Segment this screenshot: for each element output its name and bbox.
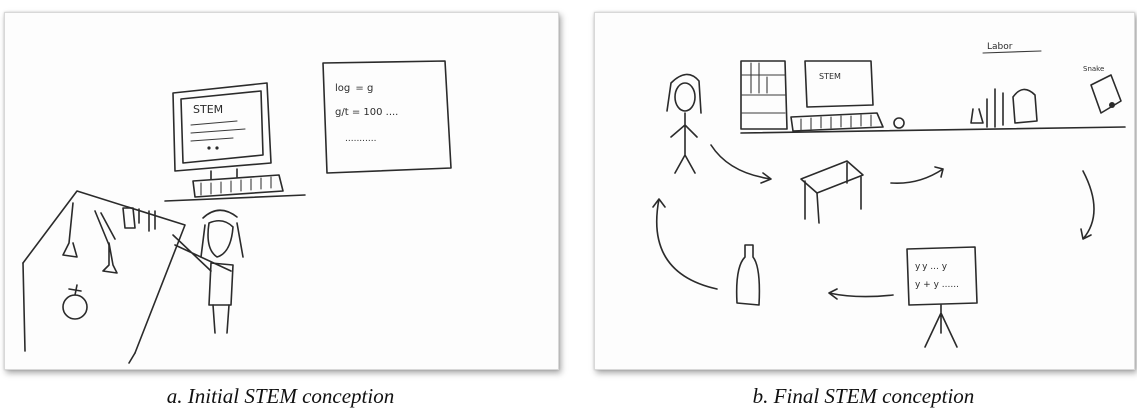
caption-panel-b: b. Final STEM conception	[752, 384, 975, 408]
lab-table-sketch	[22, 190, 186, 364]
lab-glassware-sketch: Labor Snake	[970, 42, 1122, 128]
board-line-1: y y ... y	[915, 262, 948, 272]
sketch-initial-stem: STEM log = g g/t = 100 .... ...........	[22, 60, 452, 364]
sketch-final-stem: STEM Labor Snake y y ... y	[652, 42, 1126, 348]
table-sketch	[800, 160, 864, 224]
board-line-2: g/t = 100 ....	[335, 107, 398, 118]
board-line-1: log = g	[335, 83, 373, 94]
monitor-stem-text: STEM	[819, 72, 841, 81]
cycle-arrows	[652, 144, 1095, 300]
caption-panel-a: a. Initial STEM conception	[166, 384, 395, 408]
person-sketch	[666, 73, 702, 174]
bottle-sketch	[735, 244, 761, 306]
panel-final-conception: STEM Labor Snake y y ... y	[594, 12, 1135, 370]
board-line-2: y + y ......	[915, 280, 959, 290]
easel-board-sketch: y y ... y y + y ......	[906, 246, 978, 348]
monitor-stem-text: STEM	[193, 103, 223, 116]
panel-initial-conception: STEM log = g g/t = 100 .... ...........	[4, 12, 559, 370]
whiteboard-sketch: log = g g/t = 100 .... ...........	[322, 60, 452, 174]
person-sketch	[172, 209, 244, 334]
board-title-labor: Labor	[987, 42, 1013, 52]
bookshelf-sketch	[740, 60, 788, 130]
computer-sketch: STEM	[740, 60, 1126, 134]
computer-sketch: STEM	[164, 82, 306, 202]
board-line-3: ...........	[345, 134, 376, 144]
corner-label: Snake	[1083, 65, 1104, 73]
